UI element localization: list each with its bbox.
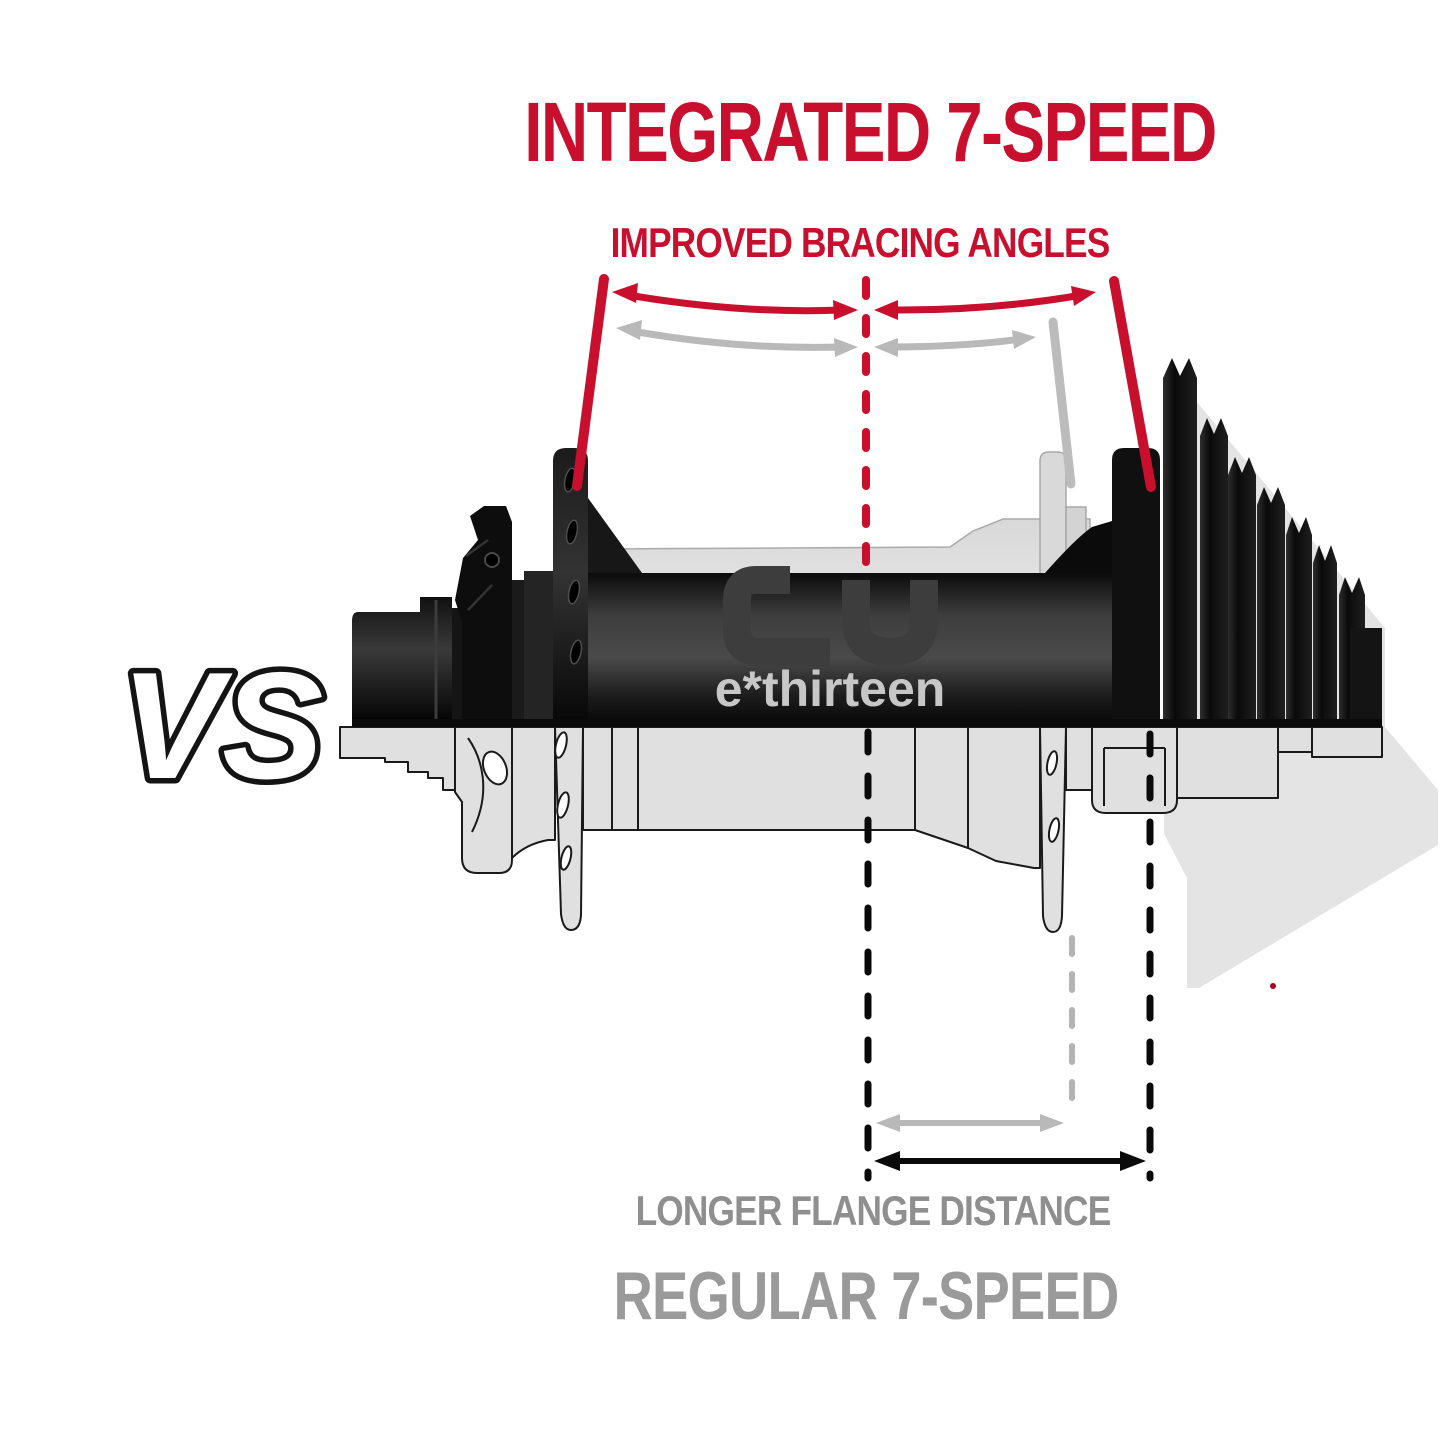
- red-dot-artifact: [1270, 983, 1276, 989]
- rotor-mount: [455, 506, 512, 727]
- regular-hub-title: REGULAR 7-SPEED: [614, 1262, 1445, 1330]
- flange-spoke-hole: [567, 579, 581, 605]
- bracing-arrows-red: [612, 283, 1096, 320]
- red-arrow-left-curve: [627, 291, 843, 315]
- red-arrow-right-curve: [887, 291, 1083, 314]
- regular-hub-line-drawing: [339, 726, 1383, 933]
- drive-axle-end: [1350, 628, 1382, 727]
- drawing-rotor-mount: [454, 726, 513, 874]
- regular-hub-title-text: REGULAR 7-SPEED: [613, 1258, 1120, 1334]
- bracing-angle-line-right: [1109, 276, 1156, 492]
- rotor-mount-facets: [465, 538, 493, 611]
- red-arrowhead: [874, 300, 898, 320]
- drawing-axle-end-step: [1277, 726, 1313, 753]
- drawing-barrel: [582, 726, 1041, 869]
- red-arrowhead: [833, 300, 858, 320]
- page-title-text: INTEGRATED 7-SPEED: [524, 85, 1217, 179]
- sprocket-1: [1163, 358, 1197, 727]
- black-arrowhead: [1120, 1151, 1146, 1171]
- flange-spoke-hole: [565, 519, 579, 545]
- hub-lower-edge: [352, 719, 1382, 727]
- regular-spoke-angle-line: [1048, 317, 1076, 489]
- integrated-hub-render: e*thirteen: [352, 358, 1382, 727]
- drawing-spoke-hole: [1047, 817, 1061, 843]
- e13-monogram-icon: [723, 566, 938, 666]
- drawing-spoke-hole: [554, 731, 568, 759]
- drawing-axle-end: [1311, 726, 1383, 758]
- hub-spacer: [452, 608, 462, 727]
- hub-axle: [352, 612, 420, 727]
- drive-side-flange: [1112, 448, 1160, 727]
- gray-arrowhead: [1040, 1114, 1064, 1132]
- gray-arrowhead: [876, 1114, 900, 1132]
- drawing-rotor-bolt-hole: [481, 750, 509, 786]
- flange-distance-caption: LONGER FLANGE DISTANCE: [636, 1190, 1438, 1232]
- rotor-bolt: [484, 552, 500, 568]
- bracing-angles-caption-text: IMPROVED BRACING ANGLES: [610, 219, 1111, 266]
- sprocket-2: [1200, 418, 1228, 727]
- gray-arrowhead: [834, 338, 858, 357]
- drawing-cone: [511, 726, 556, 859]
- bracing-arrows-gray: [616, 320, 1036, 357]
- drawing-axle-steps: [339, 726, 456, 791]
- drawing-freehub-step: [1065, 726, 1093, 791]
- cassette: [1163, 358, 1365, 727]
- flange-distance-arrows: [874, 1114, 1146, 1171]
- drawing-rotor-mount-curve: [467, 737, 485, 833]
- black-arrowhead: [874, 1151, 900, 1171]
- red-arrowhead: [612, 283, 638, 303]
- gray-arrow-left-curve: [631, 327, 843, 351]
- gray-arrow-right-curve: [887, 335, 1023, 351]
- annotations: [572, 274, 1276, 1182]
- drawing-axle-nut-facets: [1103, 747, 1166, 806]
- bracing-angles-caption: IMPROVED BRACING ANGLES: [611, 222, 1445, 264]
- hub-wordmark: e*thirteen: [715, 661, 946, 717]
- drawing-spoke-hole: [556, 791, 570, 819]
- bracing-angle-line-left: [572, 274, 609, 491]
- vs-label: VS: [121, 641, 324, 811]
- gray-arrowhead: [616, 320, 642, 340]
- hub-ring: [524, 571, 553, 727]
- gray-arrowhead: [1012, 330, 1036, 349]
- sprocket-6: [1313, 545, 1337, 727]
- sprocket-4: [1257, 487, 1285, 727]
- hub-ring: [512, 580, 524, 727]
- gray-arrowhead: [874, 338, 898, 357]
- page-title: INTEGRATED 7-SPEED: [524, 90, 1445, 174]
- sprocket-3: [1228, 457, 1256, 727]
- red-arrowhead: [1071, 286, 1096, 306]
- drawing-spoke-hole: [559, 845, 573, 871]
- flange-distance-caption-text: LONGER FLANGE DISTANCE: [635, 1187, 1112, 1234]
- sprocket-5: [1286, 517, 1312, 727]
- drawing-locknut: [1176, 726, 1279, 799]
- drawing-spoke-hole: [1045, 750, 1059, 776]
- drawing-left-flange: [554, 726, 584, 931]
- flange-spoke-hole: [569, 639, 583, 665]
